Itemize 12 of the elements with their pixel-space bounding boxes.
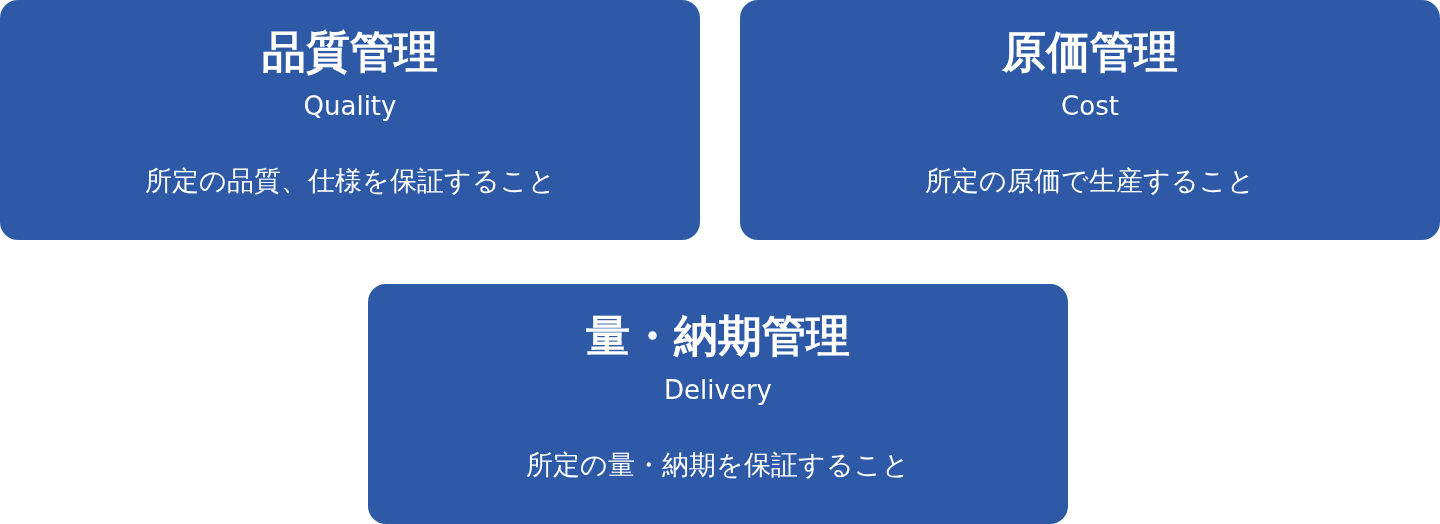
category-card [740, 0, 1440, 240]
category-card [368, 284, 1068, 524]
category-card [0, 0, 700, 240]
card-subtitle: Delivery [664, 375, 772, 405]
card-description: 所定の原価で生産すること [925, 165, 1255, 196]
card-description: 所定の品質、仕様を保証すること [144, 165, 556, 196]
card-title: 原価管理 [1002, 26, 1178, 77]
card-description: 所定の量・納期を保証すること [526, 449, 910, 480]
card-title: 品質管理 [262, 26, 438, 77]
card-title: 量・納期管理 [586, 310, 850, 361]
card-subtitle: Cost [1061, 91, 1119, 121]
card-subtitle: Quality [303, 91, 397, 121]
